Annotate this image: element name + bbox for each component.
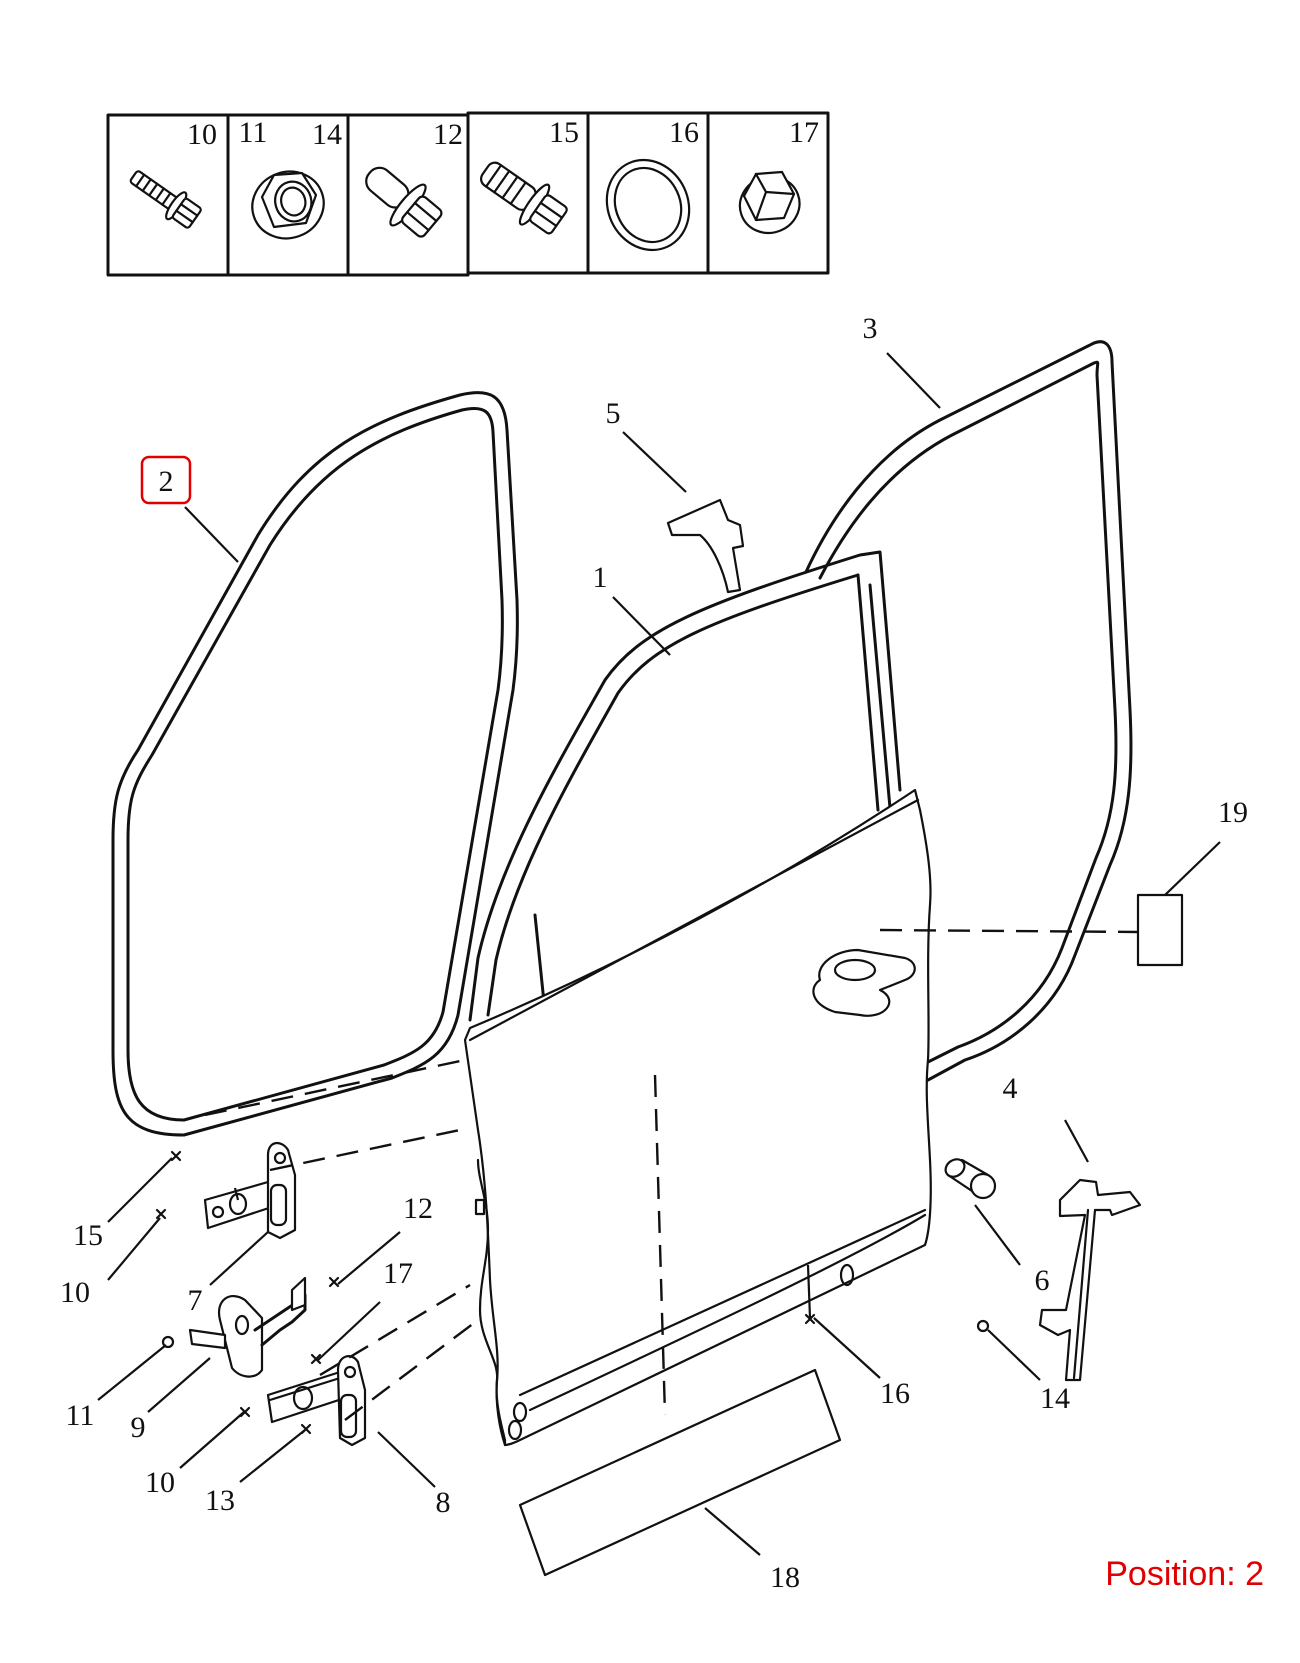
- table-label-10: 10: [187, 118, 217, 151]
- callout-16: 16: [880, 1377, 910, 1410]
- callout-13: 13: [205, 1484, 235, 1517]
- callout-14: 14: [1040, 1382, 1070, 1415]
- part-6-plug: [944, 1158, 997, 1200]
- bolt-10-icon: [129, 170, 202, 229]
- fastener-markers: [155, 1150, 990, 1435]
- table-label-15: 15: [549, 116, 579, 149]
- flange-nut-icon: [251, 170, 325, 240]
- table-label-14: 14: [312, 118, 342, 151]
- callout-5: 5: [606, 397, 621, 430]
- callout-10-lower: 10: [145, 1466, 175, 1499]
- part-8-lower-hinge: [266, 1355, 367, 1447]
- part-2-door-weatherstrip: [111, 391, 519, 1137]
- callout-18: 18: [770, 1561, 800, 1594]
- callout-12: 12: [403, 1192, 433, 1225]
- callout-1: 1: [593, 561, 608, 594]
- part-3-body-weatherstrip: [804, 340, 1133, 1082]
- callout-11: 11: [66, 1399, 95, 1432]
- callout-3: 3: [863, 312, 878, 345]
- assembly-lines: [204, 928, 1139, 1421]
- position-label: Position: 2: [1105, 1555, 1264, 1593]
- part-4-sash-trim: [1038, 1178, 1142, 1382]
- callout-6: 6: [1035, 1264, 1050, 1297]
- callout-15: 15: [73, 1219, 103, 1252]
- callout-4: 4: [1003, 1072, 1018, 1105]
- table-label-16: 16: [669, 116, 699, 149]
- callout-19: 19: [1218, 796, 1248, 829]
- callout-17: 17: [383, 1257, 413, 1290]
- part-9-door-check: [188, 1276, 307, 1378]
- table-label-17: 17: [789, 116, 819, 149]
- callout-8: 8: [436, 1486, 451, 1519]
- seal-ring-icon: [605, 158, 691, 252]
- part-1-front-door: [463, 550, 932, 1447]
- callout-7: 7: [188, 1284, 203, 1317]
- leader-lines: [97, 352, 1221, 1556]
- fastener-table: 10 11 14 12 15 16 17: [106, 111, 830, 277]
- cap-nut-icon: [738, 170, 801, 235]
- table-label-12: 12: [433, 118, 463, 151]
- part-19-label: [1136, 893, 1184, 967]
- part-7-upper-hinge: [203, 1142, 297, 1240]
- part-5-mirror-bracket: [666, 498, 745, 594]
- part-18-protection-film: [518, 1368, 842, 1577]
- bolt-12-icon: [365, 166, 443, 238]
- bolt-15-icon: [479, 161, 568, 235]
- callout-9: 9: [131, 1411, 146, 1444]
- door-handle-icon: [812, 948, 916, 1017]
- callout-2: 2: [159, 465, 174, 498]
- callouts: 2 3 5 1 19 4 6 15 10 7 12 17 11 9 10 13 …: [60, 312, 1248, 1594]
- table-label-11: 11: [239, 116, 268, 149]
- highlight-box-2: [140, 455, 192, 505]
- callout-10-upper: 10: [60, 1276, 90, 1309]
